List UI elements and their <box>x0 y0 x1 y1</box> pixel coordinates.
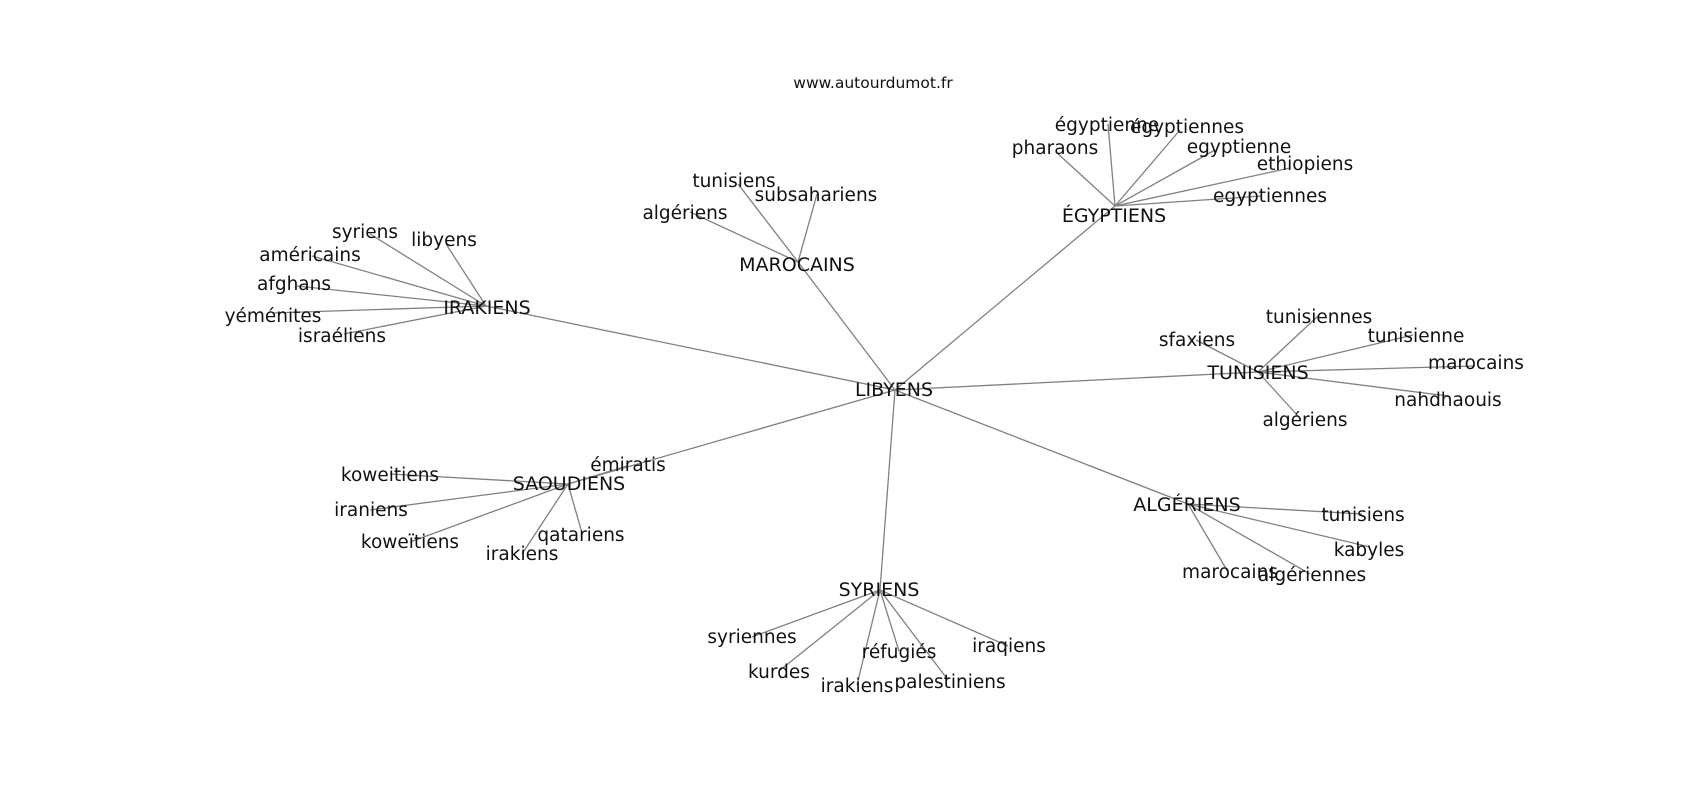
leaf-node-algeriens-tunisiens: tunisiens <box>1321 505 1404 526</box>
leaf-node-syriens-iraqiens: iraqiens <box>972 636 1046 657</box>
graph-edges <box>271 123 1476 686</box>
edge-center-tunisiens <box>894 371 1259 391</box>
edge-irakiens-libyens <box>445 243 487 307</box>
leaf-node-syriens-irakiens: irakiens <box>821 676 894 697</box>
site-url: www.autourdumot.fr <box>793 74 953 92</box>
leaf-node-irakiens-yemenites: yéménites <box>225 306 322 327</box>
leaf-node-saoudiens-qatariens: qatariens <box>537 525 624 546</box>
leaf-node-saoudiens-koweitiens_trema: koweïtiens <box>361 532 459 553</box>
leaf-node-tunisiens-marocains: marocains <box>1428 353 1524 374</box>
leaf-node-marocains-algeriens: algériens <box>642 203 727 224</box>
edge-tunisiens-tunisiennes <box>1257 315 1319 373</box>
edge-syriens-irakiens <box>856 589 881 686</box>
leaf-node-saoudiens-emiratis: émiratis <box>590 455 666 476</box>
hub-node-algeriens: ALGÉRIENS <box>1133 493 1240 516</box>
leaf-node-egyptiens-ethiopiens: ethiopiens <box>1257 154 1353 175</box>
leaf-node-syriens-palestiniens: palestiniens <box>894 672 1005 693</box>
edge-egyptiens-pharaons <box>1055 151 1116 207</box>
leaf-node-egyptiens-pharaons: pharaons <box>1012 138 1098 159</box>
edge-irakiens-afghans <box>296 285 487 307</box>
edge-irakiens-israeliens <box>343 305 487 335</box>
graph-labels: www.autourdumot.fr LIBYENS ÉGYPTIENS égypt… <box>225 74 1524 697</box>
edge-irakiens-syriens <box>369 233 487 307</box>
edge-algeriens-tunisiens <box>1187 503 1363 515</box>
leaf-node-saoudiens-koweitiens: koweitiens <box>341 465 439 486</box>
edge-egyptiens-ethiopiens <box>1114 167 1291 207</box>
leaf-node-algeriens-kabyles: kabyles <box>1334 540 1405 561</box>
edge-syriens-refugies <box>879 589 900 652</box>
edge-marocains-algeriens <box>689 211 799 263</box>
edge-egyptiens-egyptiennes_acc <box>1114 129 1181 207</box>
edge-tunisiens-sfaxiens <box>1195 339 1259 373</box>
leaf-node-marocains-tunisiens: tunisiens <box>692 171 775 192</box>
edge-saoudiens-emiratis <box>567 465 628 485</box>
leaf-node-algeriens-algeriennes: algériennes <box>1258 565 1366 586</box>
leaf-node-saoudiens-iraniens: iraniens <box>334 500 408 521</box>
edge-irakiens-americains <box>311 255 487 307</box>
leaf-node-irakiens-americains: américains <box>259 245 361 266</box>
edge-syriens-iraqiens <box>879 589 1009 647</box>
leaf-node-tunisiens-tunisienne: tunisienne <box>1368 326 1465 347</box>
leaf-node-irakiens-syriens: syriens <box>332 222 398 243</box>
leaf-node-tunisiens-nahdhaouis: nahdhaouis <box>1394 390 1501 411</box>
hub-node-egyptiens: ÉGYPTIENS <box>1062 204 1166 227</box>
leaf-node-syriens-kurdes: kurdes <box>748 662 810 683</box>
edge-syriens-palestiniens <box>879 589 949 681</box>
edge-tunisiens-marocains <box>1257 365 1476 373</box>
hub-node-syriens: SYRIENS <box>839 579 920 601</box>
leaf-node-saoudiens-irakiens: irakiens <box>486 544 559 565</box>
edge-center-algeriens <box>894 389 1189 505</box>
edge-syriens-syriennes <box>751 589 881 638</box>
edge-tunisiens-nahdhaouis <box>1257 371 1449 397</box>
edge-center-saoudiens <box>567 389 896 485</box>
leaf-node-egyptiens-egyptienne: egyptienne <box>1187 137 1291 158</box>
hub-node-tunisiens: TUNISIENS <box>1206 362 1308 384</box>
edge-irakiens-yemenites <box>271 305 487 314</box>
edge-saoudiens-koweitiens <box>389 473 569 485</box>
edge-saoudiens-iraniens <box>369 483 569 511</box>
edge-tunisiens-tunisienne <box>1257 334 1414 373</box>
edge-center-syriens <box>879 389 896 591</box>
edge-syriens-kurdes <box>778 589 881 672</box>
edge-algeriens-kabyles <box>1187 503 1371 548</box>
hub-node-irakiens: IRAKIENS <box>443 297 530 319</box>
edge-center-egyptiens <box>894 205 1116 391</box>
leaf-node-egyptiens-egyptienne_acc: égyptienne <box>1055 115 1159 136</box>
edge-egyptiens-egyptiennes <box>1114 195 1263 207</box>
center-node-label: LIBYENS <box>855 379 933 401</box>
leaf-node-syriens-refugies: réfugiés <box>862 642 937 663</box>
leaf-node-egyptiens-egyptiennes: egyptiennes <box>1213 186 1327 207</box>
hub-node-saoudiens: SAOUDIENS <box>513 473 625 495</box>
leaf-node-marocains-subsahariens: subsahariens <box>755 185 878 206</box>
leaf-node-tunisiens-sfaxiens: sfaxiens <box>1159 330 1235 351</box>
leaf-node-algeriens-marocains: marocains <box>1182 562 1278 583</box>
hub-node-marocains: MAROCAINS <box>739 254 855 276</box>
leaf-node-tunisiens-algeriens: algériens <box>1262 410 1347 431</box>
edge-center-irakiens <box>485 305 896 391</box>
edge-algeriens-marocains <box>1187 503 1229 573</box>
edge-egyptiens-egyptienne <box>1114 149 1216 207</box>
edge-center-marocains <box>797 261 896 391</box>
edge-saoudiens-irakiens <box>521 483 569 555</box>
edge-marocains-subsahariens <box>797 193 818 263</box>
edge-egyptiens-egyptienne_acc <box>1107 123 1116 207</box>
leaf-node-irakiens-afghans: afghans <box>257 274 331 295</box>
leaf-node-irakiens-libyens: libyens <box>411 230 477 251</box>
edge-marocains-tunisiens <box>737 183 799 263</box>
leaf-node-tunisiens-tunisiennes: tunisiennes <box>1266 307 1372 328</box>
leaf-node-irakiens-israeliens: israéliens <box>298 326 386 347</box>
edge-tunisiens-algeriens <box>1257 371 1299 417</box>
edge-algeriens-algeriennes <box>1187 503 1311 575</box>
leaf-node-egyptiens-egyptiennes_acc: égyptiennes <box>1130 117 1244 138</box>
edge-saoudiens-koweitiens_trema <box>409 483 569 543</box>
leaf-node-syriens-syriennes: syriennes <box>707 627 796 648</box>
edge-saoudiens-qatariens <box>567 483 583 534</box>
